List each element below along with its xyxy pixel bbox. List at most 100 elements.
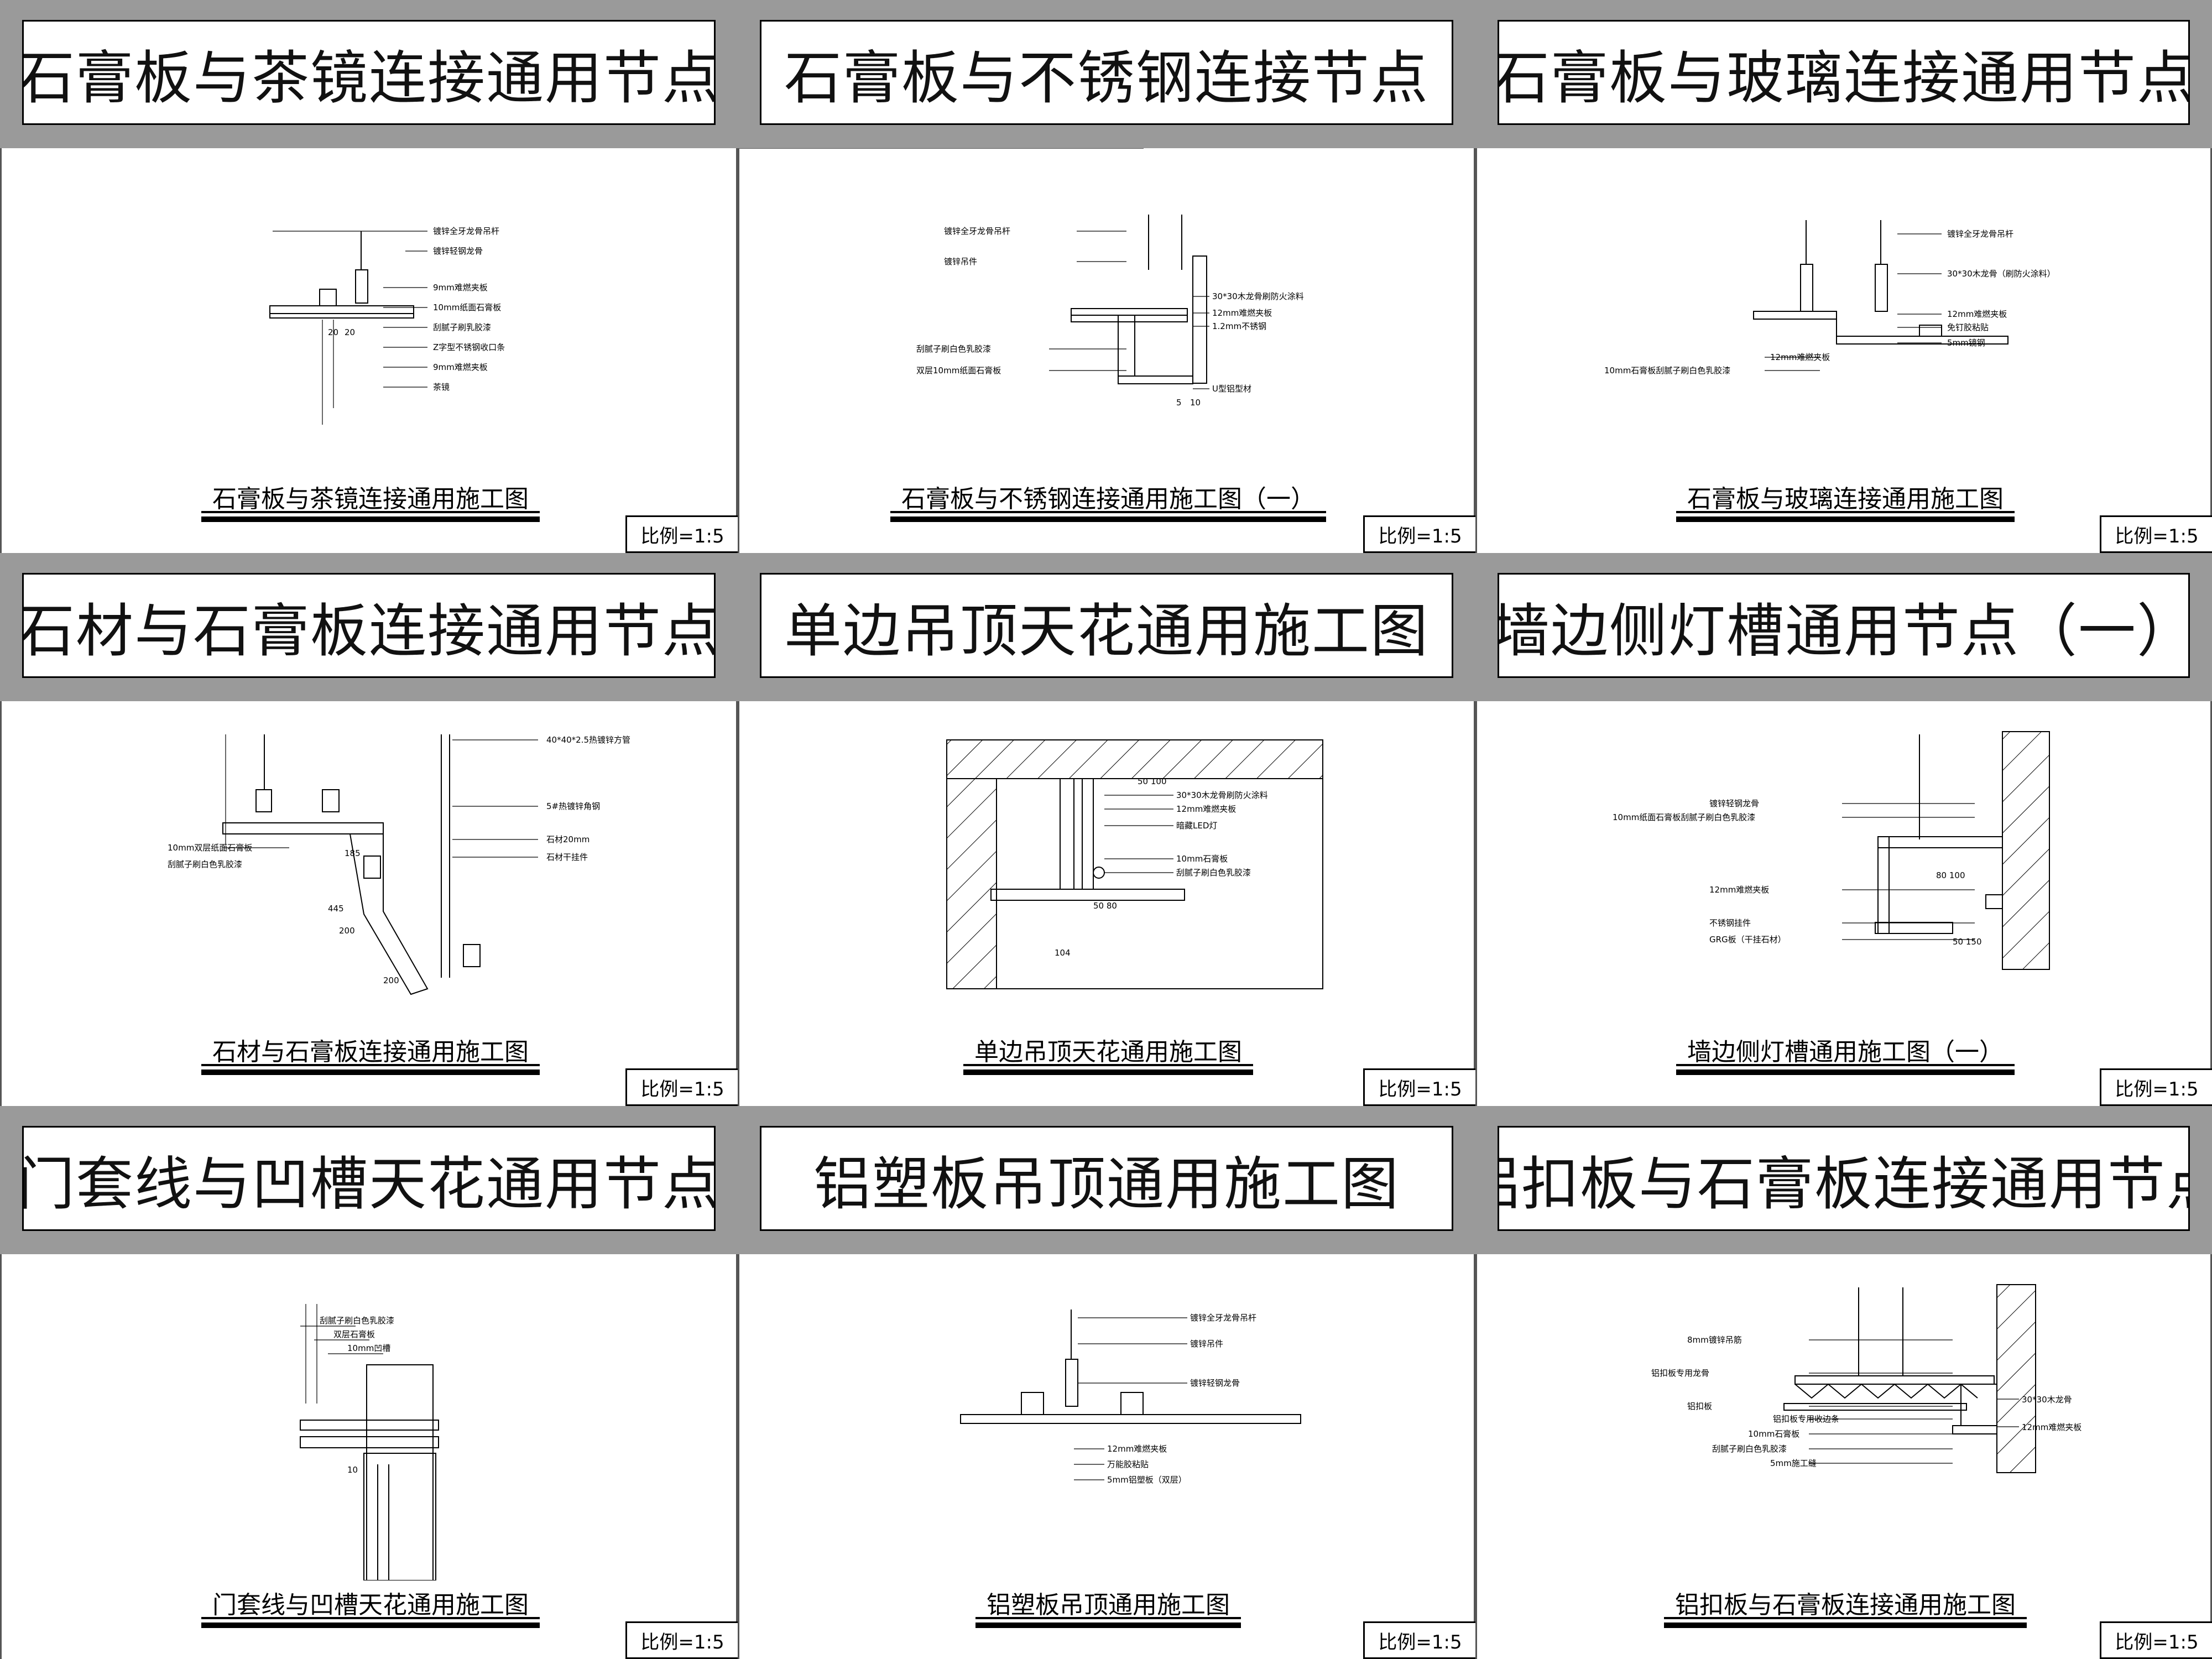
callout-label: 镀锌全牙龙骨吊杆 [1190, 1313, 1256, 1323]
callout-label: 铝扣板专用收边条 [1773, 1414, 1839, 1424]
callout-label: 茶镜 [433, 382, 450, 392]
slab-hatch [946, 739, 1323, 779]
hanger-rod [355, 269, 368, 304]
panel-title: 石膏板与玻璃连接通用节点 [1498, 20, 2190, 125]
callout-label: 9mm难燃夹板 [433, 362, 488, 372]
detail-section-drawing: 8mm镀锌吊筋铝扣板专用龙骨铝扣板铝扣板专用收边条10mm石膏板刮腻子刷白色乳胶… [1651, 1284, 2081, 1473]
drawing-caption: 石膏板与玻璃连接通用施工图 [1687, 485, 2004, 513]
caption-underline [201, 1617, 540, 1619]
scale-label: 比例=1:5 [625, 515, 739, 553]
detail-section-drawing: 30*30木龙骨刷防火涂料12mm难燃夹板暗藏LED灯10mm石膏板刮腻子刷白色… [946, 739, 1323, 989]
drawing-caption: 铝扣板与石膏板连接通用施工图 [1675, 1591, 2016, 1619]
plywood [1875, 922, 1953, 934]
keel-block [319, 289, 337, 306]
callout-label: 10mm纸面石膏板刮腻子刷白色乳胶漆 [1613, 812, 1755, 822]
board-layer [1071, 315, 1188, 322]
caption-underline-thick [1676, 517, 2015, 522]
board-layer [1877, 836, 2003, 848]
dimension-label: 200 [339, 926, 355, 936]
panel-title: 铝扣板与石膏板连接通用节点 [1498, 1126, 2190, 1231]
callout-label: 10mm石膏板 [1748, 1429, 1799, 1439]
callout-label: 石材20mm [546, 834, 589, 844]
scale-label: 比例=1:5 [1363, 1068, 1477, 1106]
callout-label: 30*30木龙骨刷防火涂料 [1176, 790, 1268, 800]
caption-underline [201, 1064, 540, 1066]
panel-title: 石膏板与不锈钢连接节点 [760, 20, 1453, 125]
callout-label: 镀锌轻钢龙骨 [1709, 799, 1759, 808]
callout-label: 10mm双层纸面石膏板 [168, 843, 252, 853]
board-layer [1071, 308, 1188, 316]
callout-label: 10mm石膏板 [1176, 854, 1228, 864]
callout-label: 镀锌轻钢龙骨 [433, 246, 483, 256]
wood-keel [1060, 778, 1074, 890]
dimension-label: 445 [328, 904, 344, 914]
caption-underline-thick [963, 1070, 1253, 1075]
callout-label: 12mm难燃夹板 [1212, 308, 1272, 318]
board-layer [269, 305, 414, 314]
panel-title: 铝塑板吊顶通用施工图 [760, 1126, 1453, 1231]
wall-hatch [946, 778, 997, 989]
panel-title: 石膏板与茶镜连接通用节点 [22, 20, 716, 125]
wood-keel [1800, 264, 1813, 312]
callout-label: 石材干挂件 [546, 852, 588, 862]
keel-block [1021, 1392, 1044, 1415]
wood-keel [1875, 264, 1888, 312]
dimension-label: 50 100 [1138, 776, 1167, 786]
callout-label: 5mm铝塑板（双层） [1107, 1475, 1187, 1485]
hanger-block [322, 789, 340, 812]
callout-label: 12mm难燃夹板 [1709, 885, 1769, 895]
dimension-label: 80 100 [1936, 870, 1965, 880]
caption-underline [1664, 1617, 2027, 1619]
callout-label: 镀锌吊件 [944, 257, 977, 267]
steel-tube [255, 789, 272, 812]
caption-underline [963, 1064, 1253, 1066]
keel-block [1120, 1392, 1144, 1415]
drawing-caption: 门套线与凹槽天花通用施工图 [212, 1591, 529, 1619]
scale-label: 比例=1:5 [2100, 515, 2212, 553]
panel-title: 门套线与凹槽天花通用节点 [22, 1126, 716, 1231]
board-layer [300, 1420, 439, 1431]
caption-underline [890, 511, 1326, 513]
callout-label: 5mm施工缝 [1770, 1458, 1817, 1468]
aluminium-keel [1794, 1375, 1995, 1385]
callout-label: 镀锌全牙龙骨吊杆 [1947, 229, 2013, 239]
caption-underline-thick [890, 517, 1326, 522]
callout-label: 刮腻子刷白色乳胶漆 [320, 1316, 394, 1326]
board-layer [1952, 1425, 1997, 1434]
recess-column [366, 1364, 434, 1580]
callout-label: 刮腻子刷白色乳胶漆 [1712, 1444, 1787, 1454]
dimension-label: 200 [383, 975, 399, 985]
section-frame [946, 739, 1323, 989]
callout-label: 免钉胶粘贴 [1947, 322, 1989, 332]
callout-label: 刮腻子刷白色乳胶漆 [916, 344, 991, 354]
detail-section-drawing: 镀锌全牙龙骨吊杆镀锌吊件镀锌轻钢龙骨12mm难燃夹板万能胶粘贴5mm铝塑板（双层… [960, 1310, 1301, 1485]
glass-fixing [1919, 325, 1942, 337]
stone-clip [463, 944, 481, 967]
dimension-label: 5 [1176, 398, 1182, 408]
callout-label: 30*30木龙骨 [2022, 1395, 2072, 1405]
callout-label: 万能胶粘贴 [1107, 1459, 1149, 1469]
dimension-label: 10 [1190, 398, 1201, 408]
scale-label: 比例=1:5 [2100, 1068, 2212, 1106]
panel-title: 单边吊顶天花通用施工图 [760, 573, 1453, 678]
callout-label: 9mm难燃夹板 [433, 283, 488, 293]
caption-underline [1676, 511, 2015, 513]
wall-hatch [2002, 731, 2050, 970]
ceiling-board [300, 1436, 439, 1448]
dimension-label: 104 [1055, 948, 1071, 958]
callout-label: 12mm难燃夹板 [1947, 309, 2007, 319]
callout-label: 5mm镜钢 [1947, 338, 1985, 348]
